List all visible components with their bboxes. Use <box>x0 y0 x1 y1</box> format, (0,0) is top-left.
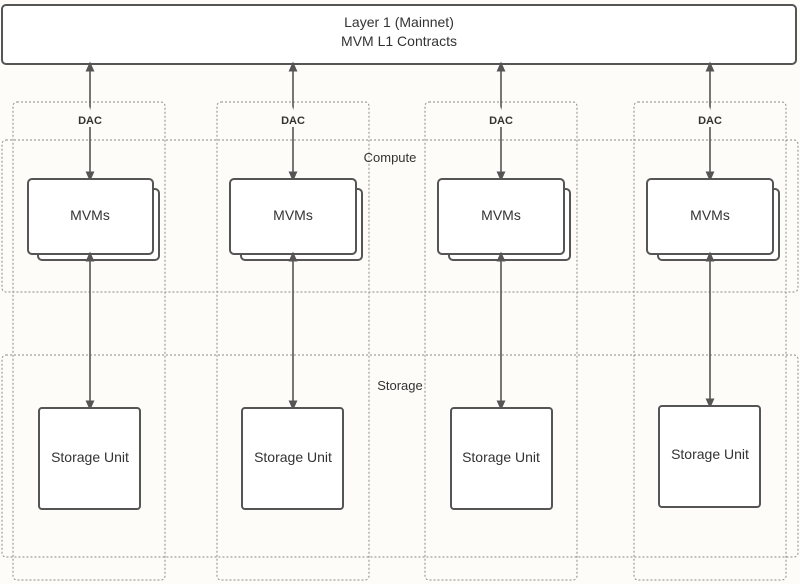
compute-region <box>1 139 799 293</box>
storage-unit-label: Storage Unit <box>254 449 332 465</box>
layer1-box <box>1 4 797 65</box>
storage-label: Storage <box>377 378 423 393</box>
column-2: DAC MVMs Storage Unit <box>229 61 363 510</box>
mvm-label: MVMs <box>70 207 110 223</box>
storage-unit-box <box>241 407 344 510</box>
mvm-label: MVMs <box>273 207 313 223</box>
storage-unit-label: Storage Unit <box>51 449 129 465</box>
storage-unit-label: Storage Unit <box>462 449 540 465</box>
layer1-title: Layer 1 (Mainnet) <box>344 14 454 30</box>
dac-label: DAC <box>698 115 722 127</box>
storage-unit-label: Storage Unit <box>671 446 749 462</box>
column-3: DAC MVMs Storage Unit <box>437 61 571 510</box>
column-1: DAC MVMs Storage Unit <box>27 61 160 510</box>
region-containers <box>1 139 799 558</box>
storage-region <box>1 354 799 558</box>
mvm-label: MVMs <box>481 207 521 223</box>
column-4: DAC MVMs Storage Unit <box>646 61 780 508</box>
dac-label: DAC <box>281 115 305 127</box>
layer1-subtitle: MVM L1 Contracts <box>341 33 457 49</box>
dac-label: DAC <box>489 115 513 127</box>
compute-label: Compute <box>364 150 417 165</box>
storage-unit-box <box>658 405 761 508</box>
dac-label: DAC <box>78 115 102 127</box>
mvm-label: MVMs <box>690 207 730 223</box>
storage-unit-box <box>38 407 141 510</box>
storage-unit-box <box>450 407 553 510</box>
